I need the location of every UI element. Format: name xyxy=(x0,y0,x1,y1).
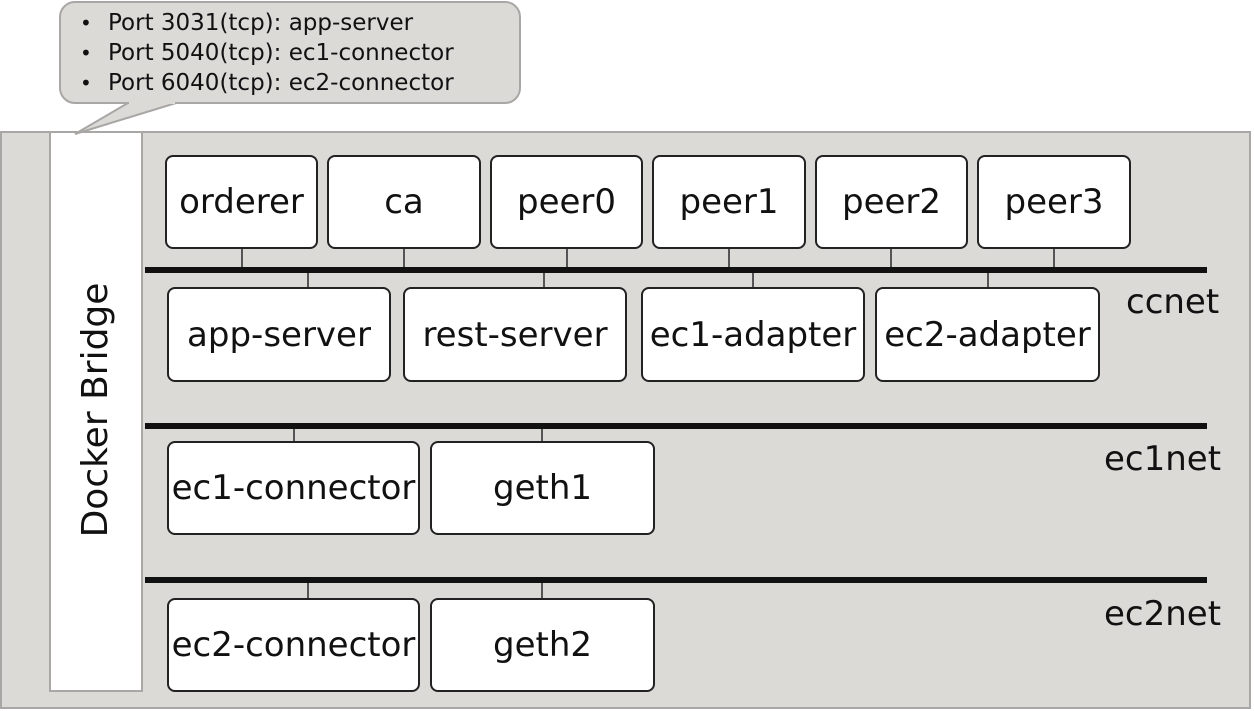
port-item: Port 6040(tcp): ec2-connector xyxy=(80,68,454,98)
node-ec2-adapter: ec2-adapter xyxy=(875,287,1100,382)
connector-line xyxy=(541,583,543,598)
connector-line xyxy=(541,429,543,441)
node-app-server: app-server xyxy=(167,287,391,382)
connector-line xyxy=(728,248,730,267)
port-list: Port 3031(tcp): app-server Port 5040(tcp… xyxy=(80,8,454,98)
connector-line xyxy=(890,248,892,267)
connector-line xyxy=(293,429,295,441)
port-item: Port 5040(tcp): ec1-connector xyxy=(80,38,454,68)
node-ec1-connector: ec1-connector xyxy=(167,441,420,535)
node-peer2: peer2 xyxy=(815,155,968,249)
node-peer1: peer1 xyxy=(652,155,806,249)
ec1net-bus-line xyxy=(145,423,1207,429)
connector-line xyxy=(307,273,309,287)
connector-line xyxy=(543,273,545,287)
node-ec2-connector: ec2-connector xyxy=(167,598,420,692)
node-ec1-adapter: ec1-adapter xyxy=(641,287,865,382)
connector-line xyxy=(566,248,568,267)
connector-line xyxy=(307,583,309,598)
callout-tail-join xyxy=(129,101,175,104)
node-geth2: geth2 xyxy=(430,598,655,692)
ccnet-bus-line xyxy=(145,267,1207,273)
node-peer0: peer0 xyxy=(490,155,643,249)
port-item: Port 3031(tcp): app-server xyxy=(80,8,454,38)
connector-line xyxy=(403,248,405,267)
connector-line xyxy=(241,248,243,267)
node-rest-server: rest-server xyxy=(403,287,627,382)
ec2net-bus-line xyxy=(145,577,1207,583)
node-peer3: peer3 xyxy=(977,155,1131,249)
connector-line xyxy=(752,273,754,287)
ec1net-label: ec1net xyxy=(1104,439,1222,479)
connector-line xyxy=(987,273,989,287)
connector-line xyxy=(1053,248,1055,267)
ccnet-label: ccnet xyxy=(1126,282,1220,322)
node-ca: ca xyxy=(327,155,481,249)
node-geth1: geth1 xyxy=(430,441,655,535)
ec2net-label: ec2net xyxy=(1104,594,1222,634)
docker-bridge-label: Docker Bridge xyxy=(75,282,116,538)
node-orderer: orderer xyxy=(165,155,318,249)
docker-bridge xyxy=(49,131,143,692)
